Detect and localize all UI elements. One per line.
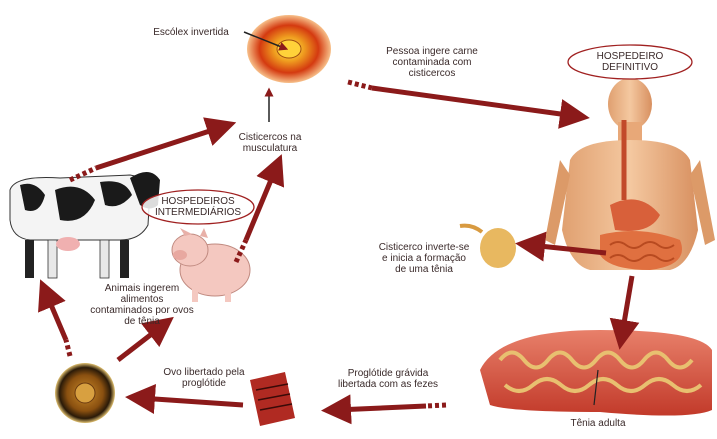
intestine-image [480, 330, 712, 416]
adult-label: Tênia adulta [556, 418, 640, 429]
arrow-egg-to-pig [118, 326, 162, 360]
arrow-to-intestine [622, 276, 632, 335]
ingest-label: Pessoa ingere carne contaminada com cist… [372, 46, 492, 79]
proglottid-image [250, 372, 295, 426]
cysticercus-image [244, 15, 331, 83]
invert-label: Cisticerco inverte-se e inicia a formaçã… [368, 242, 480, 275]
animals-eat-label: Animais ingerem alimentos contaminados p… [78, 283, 206, 327]
gravid-label: Proglótide grávida libertada com as feze… [322, 368, 454, 390]
arrow-egg-to-cow [46, 293, 70, 356]
definitive-host-label: HOSPEDEIRO DEFINITIVO [580, 51, 680, 73]
egg-released-label: Ovo libertado pela proglótide [152, 367, 256, 389]
cow-image [10, 172, 160, 278]
arrow-gravid [336, 405, 446, 410]
human-body-image [545, 78, 715, 270]
arrow-ingest [348, 82, 575, 116]
intermediate-hosts-label: HOSPEDEIROS INTERMEDIÁRIOS [146, 196, 250, 218]
scolex-label: Escólex invertida [138, 27, 244, 38]
cysticerci-label: Cisticercos na musculatura [228, 132, 312, 154]
arrow-egg-released [140, 398, 243, 405]
egg-image [55, 363, 115, 423]
